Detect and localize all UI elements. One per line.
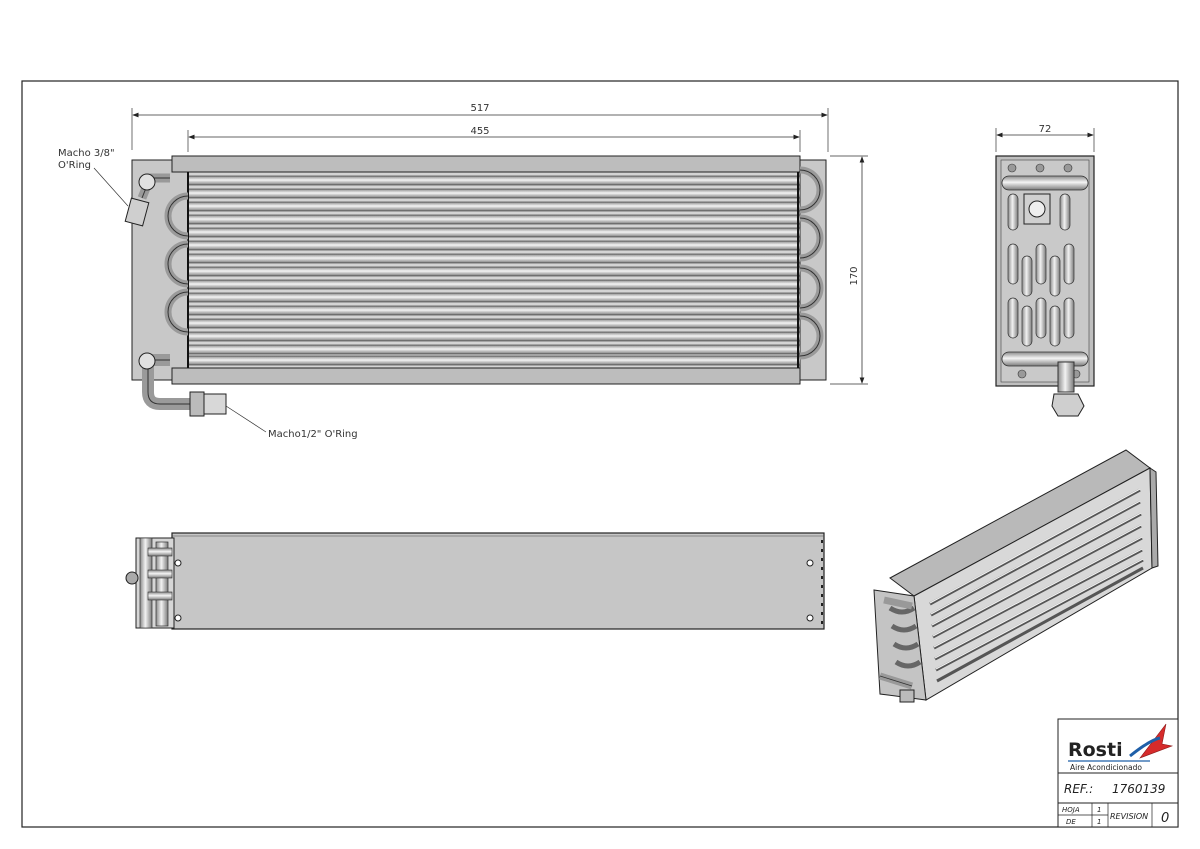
brand-tagline: Aire Acondicionado: [1070, 763, 1142, 772]
note-inlet-line2: O'Ring: [58, 160, 91, 171]
dim-height: 170: [849, 266, 860, 285]
ref-value: 1760139: [1112, 782, 1165, 796]
left-return-bends: [164, 192, 189, 336]
front-view: 517 455 170 Macho 3/8" O'Ring Macho1/2" …: [58, 103, 868, 440]
outlet-fitting: [138, 352, 227, 417]
dim-core-width: 455: [470, 126, 489, 137]
rosti-logo: Rosti Aire Acondicionado: [1068, 723, 1174, 772]
side-view: 72: [995, 124, 1095, 417]
ref-label: REF.:: [1064, 782, 1093, 796]
title-block: Rosti Aire Acondicionado REF.: 1760139 H…: [1057, 718, 1179, 828]
revision-label: REVISION: [1110, 812, 1148, 821]
right-return-bends: [799, 166, 824, 360]
side-tube-stubs: [1007, 163, 1081, 379]
inlet-fitting: [124, 173, 170, 227]
hoja-label: HOJA: [1062, 806, 1080, 814]
note-inlet-line1: Macho 3/8": [58, 148, 115, 159]
dim-depth: 72: [1039, 124, 1052, 135]
iso-return-bends: [888, 605, 922, 669]
brand-name: Rosti: [1068, 739, 1123, 761]
hoja-value: 1: [1097, 806, 1101, 814]
sheet-border: [21, 80, 1179, 828]
isometric-view: [873, 449, 1159, 703]
coil-tubes: [187, 175, 801, 366]
iso-coil-tubes: [929, 488, 1144, 683]
de-value: 1: [1097, 818, 1101, 826]
note-outlet: Macho1/2" O'Ring: [268, 429, 358, 440]
top-view: [125, 532, 825, 630]
de-label: DE: [1066, 818, 1076, 826]
dim-overall-width: 517: [470, 103, 489, 114]
revision-value: 0: [1161, 811, 1169, 826]
